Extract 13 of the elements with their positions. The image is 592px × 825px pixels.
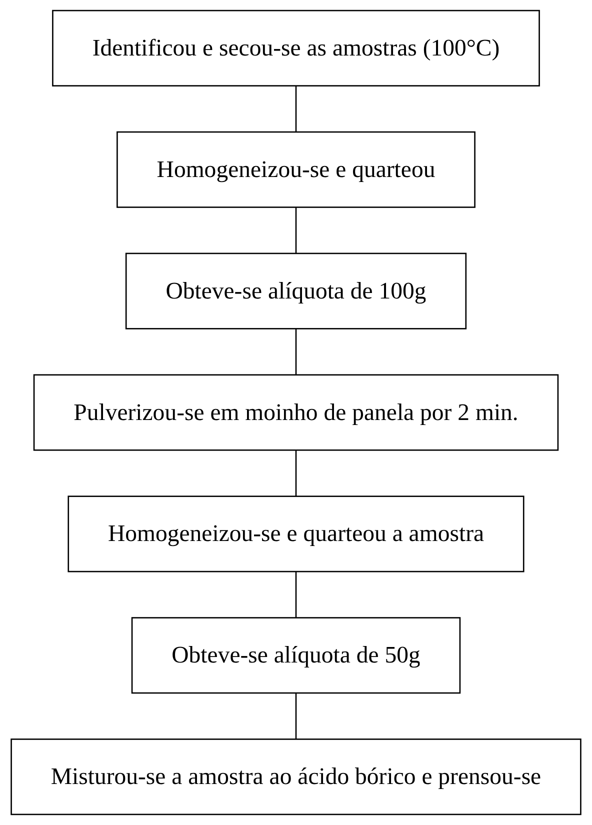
- node-box: Identificou e secou-se as amostras (100°C): [52, 10, 540, 86]
- connector: [295, 693, 297, 740]
- node-box: Obteve-se alíquota de 100g: [125, 252, 467, 330]
- connector: [295, 450, 297, 496]
- node-box: Pulverizou-se em moinho de panela por 2 min.: [33, 374, 559, 451]
- node-box: Homogeneizou-se e quarteou a amostra: [68, 496, 524, 572]
- connector: [295, 328, 297, 375]
- connector: [295, 207, 297, 254]
- node-box: Homogeneizou-se e quarteou: [116, 131, 476, 208]
- node-box: Obteve-se alíquota de 50g: [131, 617, 461, 694]
- connector: [295, 86, 297, 132]
- node-box: Misturou-se a amostra ao ácido bórico e prensou-se: [10, 738, 582, 816]
- connector: [295, 572, 297, 618]
